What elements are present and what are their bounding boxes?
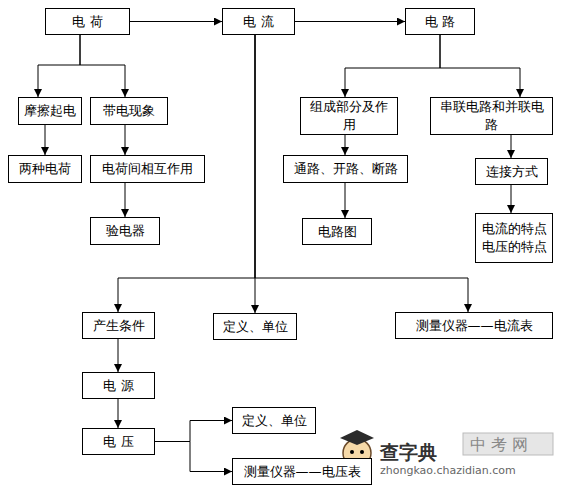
node-text: 电荷间相互作用 bbox=[102, 160, 193, 178]
node-text: 电流的特点 电压的特点 bbox=[479, 220, 549, 256]
arrow-connector bbox=[345, 183, 346, 218]
node-text: 产生条件 bbox=[93, 317, 145, 335]
watermark-text: zhongkao.chazidian.com bbox=[380, 464, 516, 477]
watermark-band bbox=[463, 433, 553, 455]
arrow-connector bbox=[125, 183, 126, 217]
arrow-connector bbox=[118, 399, 119, 428]
node-text: 验电器 bbox=[106, 222, 145, 240]
arrow-connector bbox=[80, 35, 125, 97]
node-text: 串联电路和并联电路 bbox=[434, 98, 549, 134]
mascot-eye bbox=[360, 450, 364, 454]
mascot-eye bbox=[350, 450, 354, 454]
concept-box: 验电器 bbox=[90, 217, 160, 245]
arrow-connector bbox=[511, 185, 512, 213]
watermark-text: 中 考 网 bbox=[470, 435, 528, 456]
concept-box: 组成部分及作用 bbox=[300, 97, 398, 135]
arrow-connector bbox=[155, 421, 232, 442]
node-text: 通路、开路、断路 bbox=[294, 160, 398, 178]
concept-box: 测量仪器——电压表 bbox=[232, 458, 372, 485]
arrow-connector bbox=[118, 339, 119, 372]
node-text: 电路图 bbox=[318, 223, 357, 241]
concept-box: 摩擦起电 bbox=[18, 97, 82, 125]
concept-box: 定义、单位 bbox=[213, 313, 297, 340]
concept-box: 带电现象 bbox=[90, 97, 168, 125]
node-text: 定义、单位 bbox=[223, 318, 288, 336]
concept-box: 电 压 bbox=[82, 428, 155, 455]
arrow-connector bbox=[255, 35, 468, 312]
concept-box: 电 流 bbox=[222, 8, 295, 35]
concept-box: 电 源 bbox=[82, 372, 155, 399]
node-text: 电 源 bbox=[103, 377, 133, 395]
node-text: 定义、单位 bbox=[242, 412, 307, 430]
arrow-connector bbox=[118, 35, 255, 312]
concept-box: 串联电路和并联电路 bbox=[430, 97, 553, 135]
concept-box: 定义、单位 bbox=[232, 407, 316, 434]
arrow-connector bbox=[440, 35, 520, 97]
node-text: 测量仪器——电压表 bbox=[244, 463, 361, 481]
arrow-connector bbox=[345, 35, 440, 97]
concept-box: 电荷间相互作用 bbox=[90, 155, 205, 183]
arrow-connector bbox=[295, 21, 405, 22]
arrow-connector bbox=[130, 21, 222, 22]
node-text: 测量仪器——电流表 bbox=[416, 317, 533, 335]
watermark-text: 查字典 bbox=[380, 440, 437, 466]
concept-box: 通路、开路、断路 bbox=[283, 155, 408, 183]
node-text: 组成部分及作用 bbox=[304, 98, 394, 134]
arrow-connector bbox=[45, 125, 46, 155]
arrow-connector bbox=[155, 442, 232, 472]
concept-box: 连接方式 bbox=[475, 158, 548, 185]
concept-box: 电 路 bbox=[405, 8, 475, 35]
concept-box: 产生条件 bbox=[82, 312, 155, 339]
node-text: 连接方式 bbox=[486, 163, 538, 181]
concept-box: 两种电荷 bbox=[8, 155, 82, 183]
concept-box: 测量仪器——电流表 bbox=[395, 312, 553, 339]
node-text: 电 路 bbox=[425, 13, 455, 31]
node-text: 带电现象 bbox=[103, 102, 155, 120]
concept-box: 电路图 bbox=[302, 218, 372, 245]
node-text: 电 压 bbox=[103, 433, 133, 451]
node-text: 两种电荷 bbox=[19, 160, 71, 178]
arrow-connector bbox=[125, 125, 126, 155]
concept-box: 电 荷 bbox=[45, 8, 130, 35]
arrow-connector bbox=[38, 35, 80, 97]
node-text: 电 流 bbox=[243, 13, 273, 31]
node-text: 电 荷 bbox=[72, 13, 102, 31]
arrow-connector bbox=[255, 35, 256, 313]
node-text: 摩擦起电 bbox=[24, 102, 76, 120]
arrow-connector bbox=[511, 135, 512, 158]
concept-box: 电流的特点 电压的特点 bbox=[475, 213, 553, 263]
mascot-cap bbox=[340, 430, 374, 445]
arrow-connector bbox=[345, 135, 346, 155]
